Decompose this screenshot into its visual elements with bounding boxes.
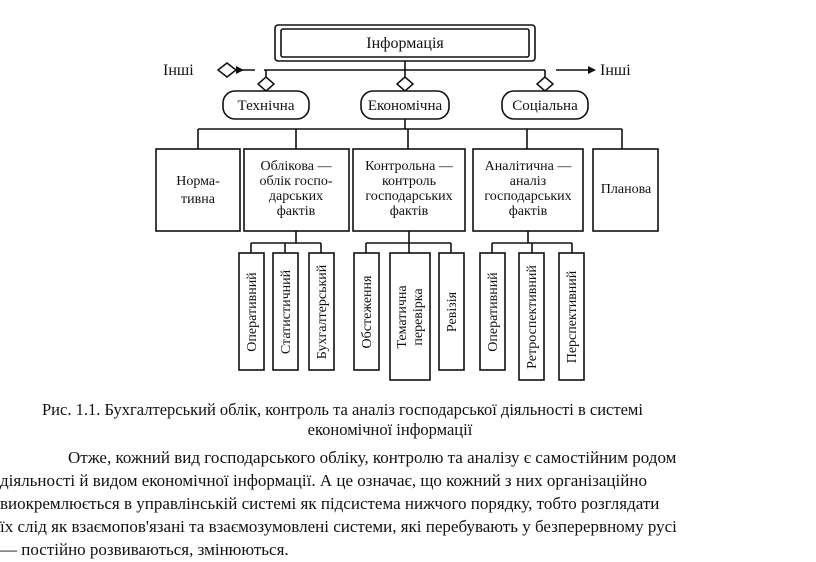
- paragraph-line-4: їх слід як взаємопов'язані та взаємозумо…: [0, 517, 677, 536]
- diamond-economic: [395, 76, 415, 92]
- leaf-inspection-label: Обстеження: [360, 275, 375, 348]
- other-left: Інші: [163, 62, 238, 79]
- paragraph-line-5: — постійно розвиваються, змінюються.: [0, 540, 289, 559]
- node-normative-label-2: тивна: [181, 192, 216, 207]
- leaf-bookkeeping-label: Бухгалтерський: [315, 264, 330, 359]
- node-analytical: Аналітична — аналіз господарських фактів: [472, 148, 584, 232]
- leaf-operational-accounting: Оперативний: [238, 252, 265, 371]
- leaf-revision: Ревізія: [438, 252, 465, 371]
- root-connectors: [233, 61, 596, 85]
- leaf-perspective-label: Перспективний: [565, 270, 580, 363]
- node-social: Соціальна: [501, 90, 589, 120]
- root-label: Інформація: [366, 35, 444, 52]
- figure-caption-line-2: економічної інформації: [307, 420, 473, 439]
- paragraph-line-1: Отже, кожний вид господарського обліку, …: [68, 448, 677, 467]
- node-economic: Економічна: [360, 90, 450, 120]
- node-analytical-label-4: фактів: [509, 204, 548, 219]
- node-social-label: Соціальна: [512, 98, 578, 114]
- paragraph-line-3: виокремлюється в управлінській системі я…: [0, 494, 660, 513]
- leaf-inspection: Обстеження: [353, 252, 380, 371]
- node-normative: Норма- тивна: [155, 148, 241, 232]
- node-planning: Планова: [592, 148, 659, 232]
- leaf-statistical-label: Статистичний: [279, 269, 294, 354]
- node-control-label-1: Контрольна —: [365, 159, 454, 174]
- other-right: Інші: [600, 62, 631, 79]
- information-hierarchy-diagram: Інформація Інші Інші Технічна Економічна…: [155, 24, 659, 381]
- node-control-label-3: господарських: [365, 189, 452, 204]
- leaf-revision-label: Ревізія: [445, 291, 460, 332]
- node-technical-label: Технічна: [238, 98, 295, 114]
- node-accounting: Облікова — облік госпо- дарських фактів: [243, 148, 350, 232]
- figure-caption-line-1: Рис. 1.1. Бухгалтерський облік, контроль…: [42, 400, 643, 419]
- leaf-thematic-audit-label-1: Тематична: [395, 285, 410, 349]
- paragraph-line-2: діяльності й видом економічної інформаці…: [0, 471, 647, 490]
- level4-connectors: [250, 231, 573, 253]
- node-analytical-label-3: господарських: [484, 189, 571, 204]
- node-accounting-label-1: Облікова —: [261, 159, 333, 174]
- leaf-operational-analysis-label: Оперативний: [486, 272, 501, 352]
- node-accounting-label-4: фактів: [277, 204, 316, 219]
- leaf-operational-analysis: Оперативний: [479, 252, 506, 371]
- diamond-social: [535, 76, 555, 92]
- node-control: Контрольна — контроль господарських факт…: [352, 148, 466, 232]
- node-normative-label-1: Норма-: [176, 174, 220, 189]
- node-economic-label: Економічна: [368, 98, 443, 114]
- root-node: Інформація: [274, 24, 536, 62]
- other-left-label: Інші: [163, 62, 194, 79]
- node-control-label-2: контроль: [382, 174, 436, 189]
- leaf-perspective: Перспективний: [558, 252, 585, 381]
- node-analytical-label-2: аналіз: [510, 174, 547, 189]
- node-technical: Технічна: [222, 90, 310, 120]
- diamond-technical: [256, 76, 276, 92]
- node-accounting-label-3: дарських: [269, 189, 323, 204]
- node-planning-label: Планова: [601, 182, 652, 197]
- economic-connectors: [197, 119, 623, 149]
- leaf-bookkeeping: Бухгалтерський: [308, 252, 335, 371]
- node-control-label-4: фактів: [390, 204, 429, 219]
- leaf-thematic-audit-label-2: перевірка: [411, 288, 426, 346]
- other-right-label: Інші: [600, 62, 631, 79]
- body-paragraph: Отже, кожний вид господарського обліку, …: [0, 446, 816, 561]
- leaf-retrospective: Ретроспективний: [518, 252, 545, 381]
- node-analytical-label-1: Аналітична —: [485, 159, 573, 174]
- leaf-statistical: Статистичний: [272, 252, 299, 371]
- node-accounting-label-2: облік госпо-: [259, 174, 332, 189]
- leaf-thematic-audit: Тематична перевірка: [389, 252, 431, 381]
- leaf-retrospective-label: Ретроспективний: [525, 265, 540, 369]
- leaf-operational-accounting-label: Оперативний: [245, 272, 260, 352]
